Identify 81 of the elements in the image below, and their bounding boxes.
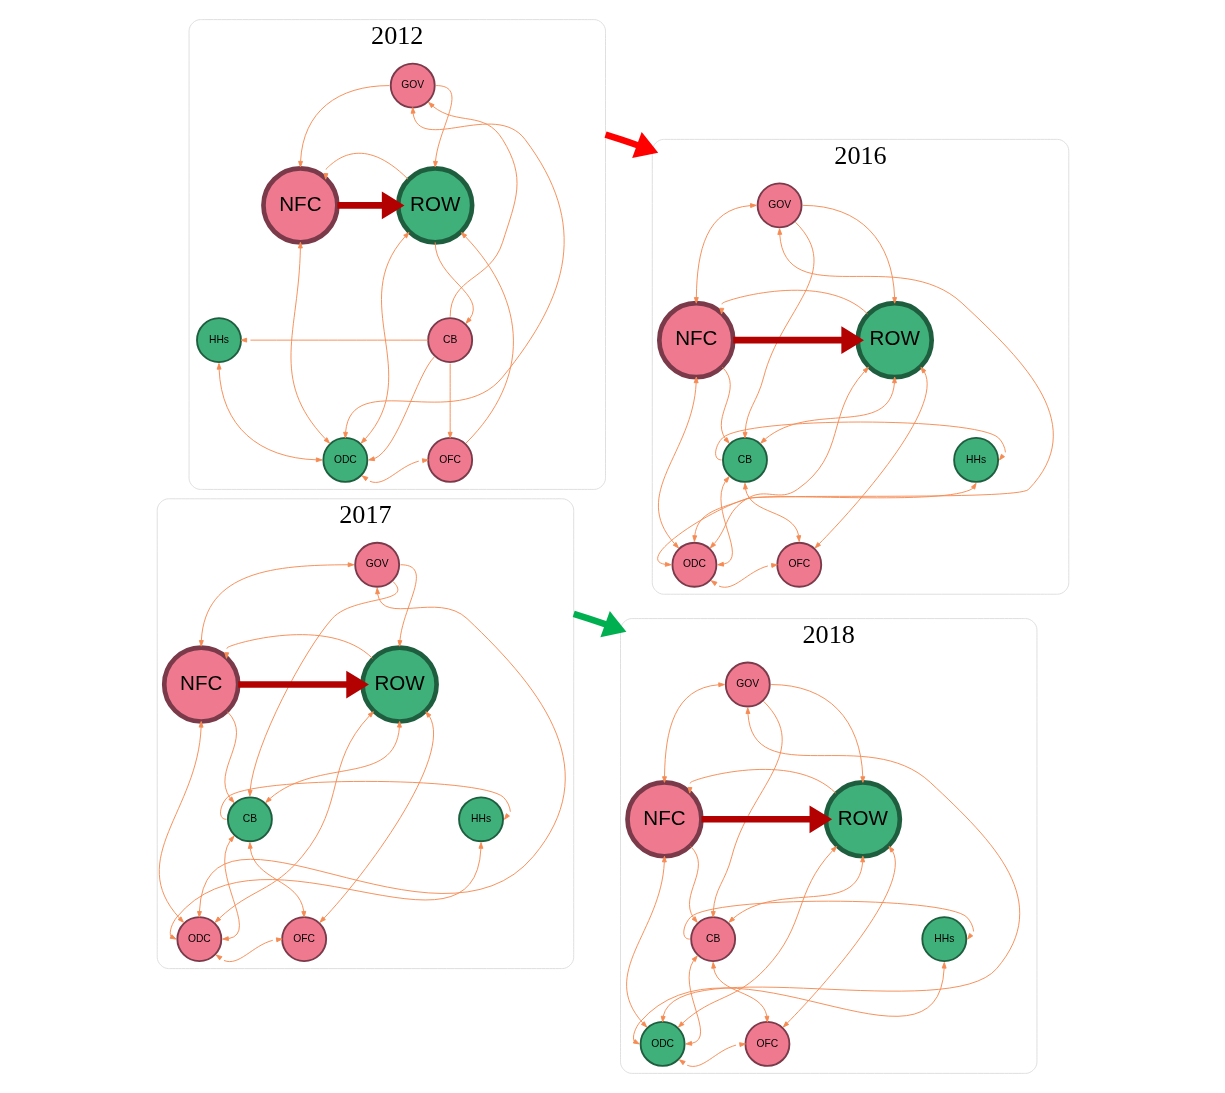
arrow (447, 363, 453, 439)
arrow (290, 241, 330, 444)
arrow (247, 581, 398, 797)
node-circle: GOV (756, 182, 802, 229)
arrow (216, 363, 322, 463)
node-circle: OFC (426, 437, 473, 483)
arrow (710, 962, 769, 1023)
arrow (460, 232, 514, 444)
arrow (432, 85, 452, 168)
node-circle: ROW (823, 780, 902, 859)
arrow (361, 458, 429, 483)
arrow (742, 221, 814, 439)
arrow (685, 955, 701, 1046)
arrow (709, 366, 869, 549)
node-circle: HHs (195, 317, 242, 364)
arrow (759, 376, 897, 444)
arrow (782, 846, 896, 1028)
arrow (656, 482, 977, 567)
node-circle: ROW (854, 300, 934, 380)
arrow (367, 356, 435, 462)
arrow (802, 204, 897, 304)
arrow (224, 711, 237, 803)
arrow (247, 842, 306, 918)
arrow (342, 107, 565, 439)
arrow (214, 711, 374, 923)
arrow (169, 842, 483, 940)
arrow (728, 855, 865, 923)
node-circle: NFC (624, 780, 704, 859)
node-circle: NFC (260, 166, 340, 245)
arrow (572, 610, 626, 638)
node-circle: ROW (359, 645, 439, 724)
node-circle: ROW (395, 166, 474, 245)
arrow (732, 326, 864, 354)
arrow (710, 700, 783, 918)
arrow (688, 846, 699, 923)
arrow (693, 203, 757, 304)
arrow (714, 421, 1006, 461)
arrow (196, 587, 566, 918)
node-circle: HHs (920, 916, 967, 963)
arrow (322, 152, 408, 180)
arrow (661, 682, 725, 783)
arrow (677, 846, 837, 1028)
arrow (660, 707, 1020, 1023)
arrow (360, 232, 409, 444)
arrow (770, 684, 865, 783)
arrow (264, 721, 402, 803)
arrow (625, 855, 667, 1028)
arrow (221, 835, 240, 942)
arrow (240, 337, 429, 343)
arrow (427, 101, 517, 318)
arrow (319, 711, 434, 923)
arrow (710, 563, 778, 588)
arrow (657, 376, 699, 549)
arrow (720, 366, 731, 444)
arrow (604, 131, 658, 158)
node-circle: GOV (353, 541, 400, 588)
arrow (678, 1042, 746, 1067)
arrow (336, 191, 404, 220)
arrow (691, 228, 1053, 542)
node-circle: NFC (656, 300, 736, 380)
node-circle: GOV (724, 661, 771, 708)
arrow (223, 634, 373, 659)
arrow (682, 900, 974, 940)
arrow (237, 670, 369, 699)
node-circle: HHs (457, 796, 504, 843)
arrow (632, 962, 947, 1045)
arrow (158, 721, 204, 923)
arrow (198, 562, 354, 647)
arrow (215, 937, 283, 962)
arrow (687, 768, 836, 794)
arrow (700, 805, 832, 834)
node-circle: NFC (161, 645, 240, 724)
arrow (718, 289, 868, 315)
arrow (434, 241, 474, 324)
arrow (716, 476, 733, 567)
arrow (219, 780, 511, 820)
arrow (297, 85, 390, 168)
arrow (742, 482, 801, 542)
arrow (814, 366, 928, 549)
arrow (397, 564, 417, 647)
node-circle: HHs (952, 437, 999, 483)
